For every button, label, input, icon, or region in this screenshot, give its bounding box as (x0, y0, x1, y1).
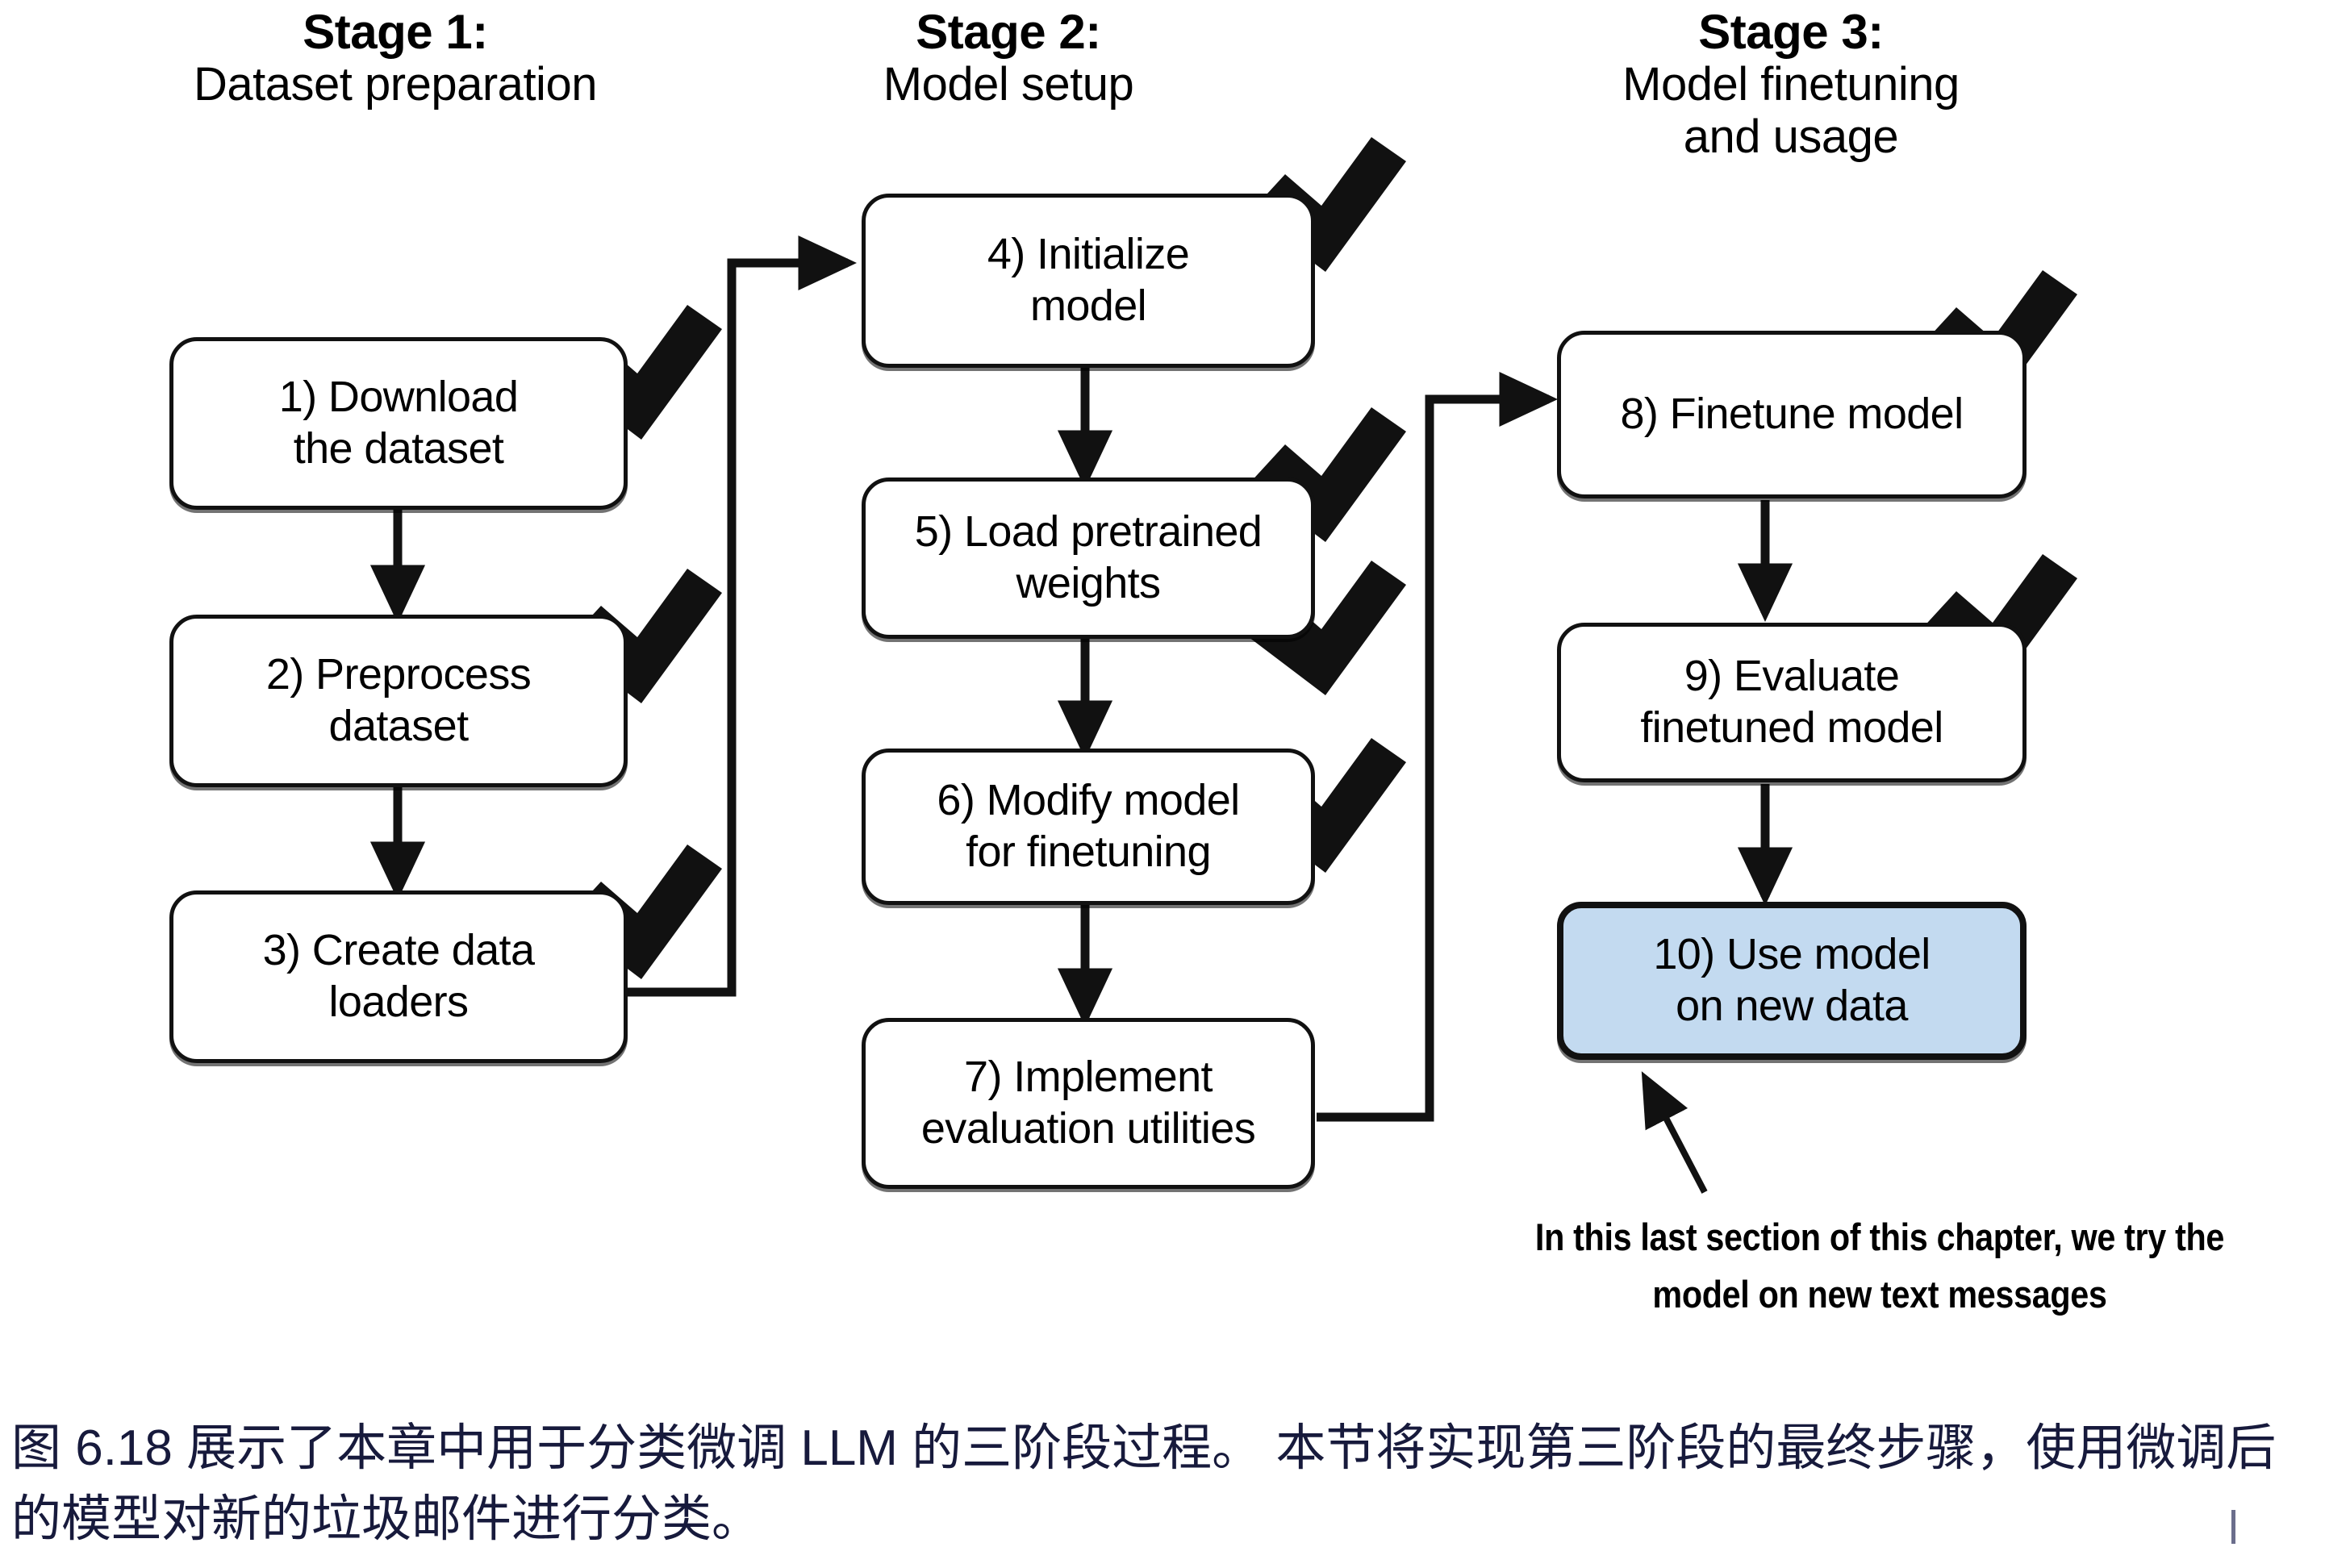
flow-node-10-label: 10) Use model on new data (1653, 930, 1931, 1030)
flow-node-8-label: 8) Finetune model (1620, 390, 1964, 439)
stage-2-subtitle: Model setup (883, 58, 1134, 111)
stage-3-title: Stage 3: (1698, 5, 1884, 59)
flow-node-6-label: 6) Modify model for finetuning (937, 776, 1240, 876)
flow-node-3-label: 3) Create data loaders (262, 926, 535, 1026)
stage-1-heading: Stage 1: Dataset preparation (89, 5, 702, 111)
stage-2-heading: Stage 2: Model setup (702, 5, 1315, 111)
flow-node-8[interactable]: 8) Finetune model (1557, 331, 2027, 498)
annotation-note: In this last section of this chapter, we… (1534, 1216, 2225, 1316)
flow-node-7[interactable]: 7) Implement evaluation utilities (862, 1018, 1315, 1189)
flow-node-4-label: 4) Initialize model (987, 230, 1190, 330)
flow-node-10[interactable]: 10) Use model on new data (1557, 902, 2027, 1060)
flow-node-9-label: 9) Evaluate finetuned model (1640, 652, 1943, 752)
figure-caption: 图 6.18 展示了本章中用于分类微调 LLM 的三阶段过程。 本节将实现第三阶… (11, 1420, 2277, 1548)
arrow-stage2-to-stage3 (1317, 371, 1558, 1122)
flow-node-2[interactable]: 2) Preprocess dataset (169, 615, 628, 787)
flow-node-7-label: 7) Implement evaluation utilities (920, 1053, 1256, 1153)
check-icon-node-6 (1249, 561, 1406, 695)
flow-node-6[interactable]: 6) Modify model for finetuning (862, 749, 1315, 905)
annotation-leader-arrow (1641, 1071, 1708, 1194)
finetuning-pipeline-diagram: Stage 1: Dataset preparation Stage 2: Mo… (89, 5, 2225, 1316)
stage-1-title: Stage 1: (303, 5, 488, 59)
stage-2-title: Stage 2: (916, 5, 1101, 59)
flow-node-3[interactable]: 3) Create data loaders (169, 890, 628, 1063)
flow-node-1-label: 1) Download the dataset (278, 373, 519, 473)
stage-3-subtitle: Model finetuning and usage (1622, 58, 1960, 164)
flow-node-2-label: 2) Preprocess dataset (265, 650, 532, 750)
flow-node-5-label: 5) Load pretrained weights (914, 507, 1263, 607)
flow-node-5[interactable]: 5) Load pretrained weights (862, 477, 1315, 639)
stage-3-heading: Stage 3: Model finetuning and usage (1428, 5, 2154, 164)
flow-node-9[interactable]: 9) Evaluate finetuned model (1557, 623, 2027, 782)
flow-node-4[interactable]: 4) Initialize model (862, 194, 1315, 368)
text-cursor (2231, 1510, 2235, 1544)
flow-node-1[interactable]: 1) Download the dataset (169, 337, 628, 510)
arrow-stage1-to-stage2 (625, 235, 857, 997)
stage-1-subtitle: Dataset preparation (194, 58, 597, 111)
